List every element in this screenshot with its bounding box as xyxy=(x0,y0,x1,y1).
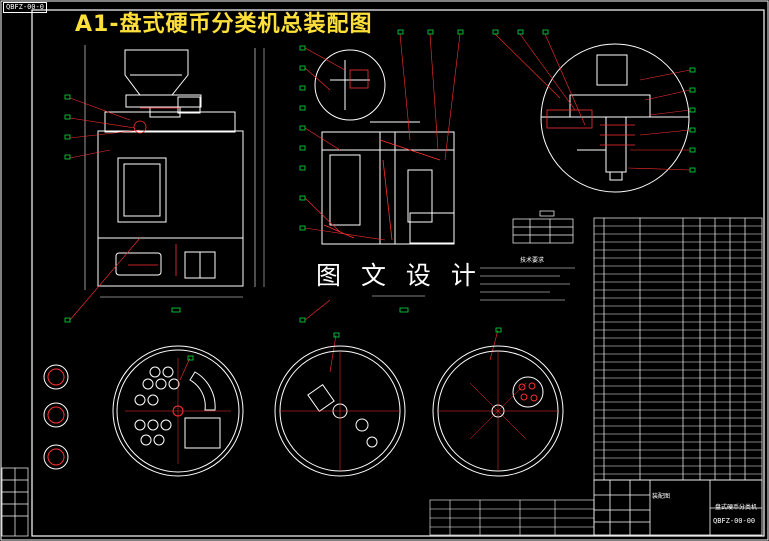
revision-block xyxy=(429,499,595,536)
coin-disc-plate-view xyxy=(274,345,406,477)
title-block-unit: 装配图 xyxy=(652,493,671,500)
drawing-title: A1-盘式硬币分类机总装配图 xyxy=(75,12,373,37)
feed-disc-view xyxy=(432,345,564,477)
parameter-table xyxy=(512,210,574,244)
title-block-drawing-code: QBFZ-00-00 xyxy=(713,517,756,525)
tech-requirement-lines xyxy=(480,267,575,301)
front-view-hatching xyxy=(128,107,180,276)
coin-ring-details xyxy=(43,364,69,470)
corner-drawing-code: QBFZ-00-0 xyxy=(3,2,47,13)
sorting-disc-top-view xyxy=(112,345,244,477)
tech-requirements-title: 技术要求 xyxy=(520,257,545,264)
section-view-hatching xyxy=(323,69,441,241)
front-view xyxy=(84,45,265,298)
leader-lines xyxy=(69,33,691,381)
parts-list-rows xyxy=(594,225,762,475)
title-block-drawing-name: 盘式硬币分类机 xyxy=(715,504,758,511)
section-view xyxy=(314,49,455,297)
detail-view-hatching xyxy=(546,109,635,146)
side-label-table xyxy=(1,467,29,537)
watermark-text: 图 文 设 计 xyxy=(316,261,482,290)
parts-list-table xyxy=(593,217,763,481)
part-labels xyxy=(64,29,696,361)
inner-border xyxy=(31,9,765,537)
detail-view-circle xyxy=(540,43,690,193)
